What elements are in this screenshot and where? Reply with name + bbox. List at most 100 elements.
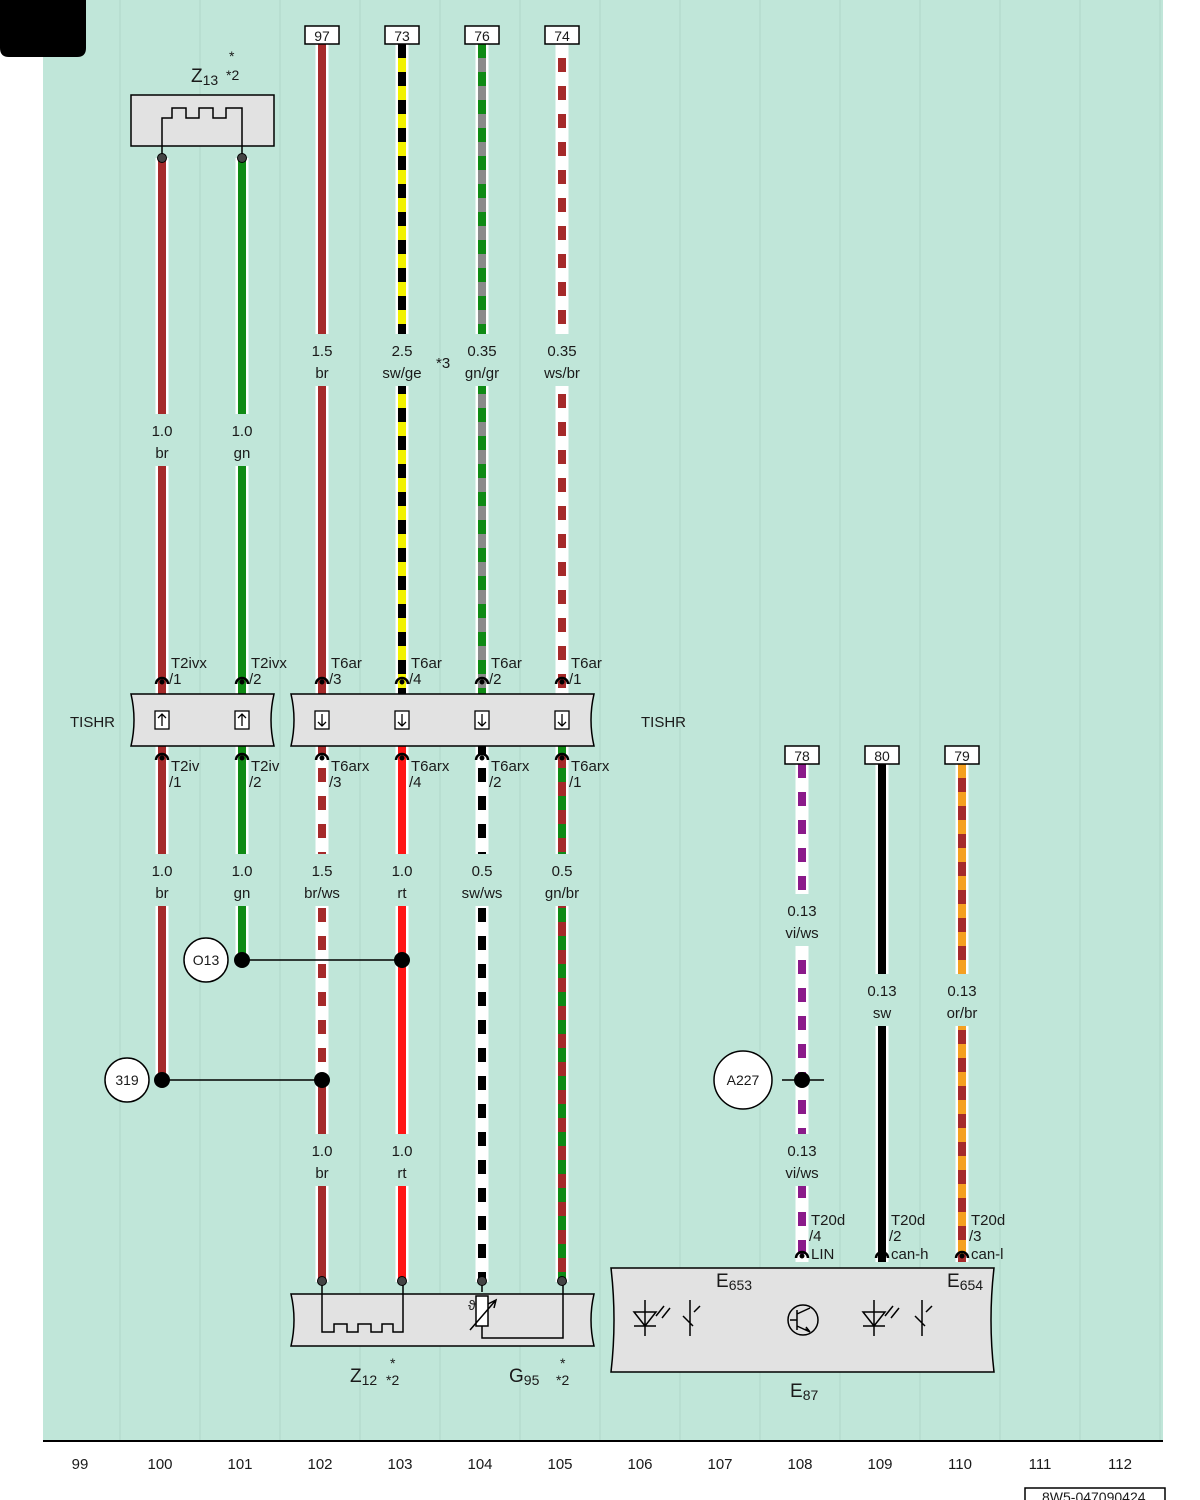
pin-connector-label: T20d xyxy=(891,1212,925,1229)
pin-box xyxy=(234,710,250,730)
pin-signal-label: can-l xyxy=(971,1246,1004,1263)
pin-box xyxy=(474,710,490,730)
column-number: 112 xyxy=(1108,1456,1132,1473)
e87-control-unit[interactable] xyxy=(610,1267,995,1373)
pin-connector-label: T2iv xyxy=(251,758,280,775)
pin-terminal-4-dot xyxy=(479,679,485,685)
column-number: 100 xyxy=(147,1456,172,1473)
pin-number-label: /2 xyxy=(249,774,262,791)
pin-number-label: /1 xyxy=(169,774,182,791)
pin-terminal-8 xyxy=(314,752,330,761)
tishr-right-label: TISHR xyxy=(641,714,686,731)
wire-size-label: 0.5 xyxy=(472,863,493,880)
pin-box-arrow xyxy=(237,713,247,726)
page-ref-78[interactable]: 78 xyxy=(784,745,820,765)
pin-terminal-6 xyxy=(154,752,170,761)
page-ref-80[interactable]: 80 xyxy=(864,745,900,765)
pin-terminal-0 xyxy=(154,676,170,685)
pin-terminal-14 xyxy=(954,1250,970,1259)
column-number: 108 xyxy=(787,1456,812,1473)
wire-label-gap xyxy=(152,414,172,466)
page-ref-box xyxy=(384,25,420,45)
ground-point-a227[interactable]: A227 xyxy=(713,1050,773,1110)
pin-number-label: /1 xyxy=(169,671,182,688)
wire-label-gap xyxy=(552,334,572,386)
wire-size-label: 0.13 xyxy=(867,983,896,1000)
wire-label-gap xyxy=(152,854,172,906)
wire-label-gap xyxy=(472,334,492,386)
page-ref-76[interactable]: 76 xyxy=(464,25,500,45)
wire-size-label: 0.13 xyxy=(787,1143,816,1160)
wire-size-label: 1.0 xyxy=(232,863,253,880)
pin-terminal-13 xyxy=(874,1250,890,1259)
z13-terminal xyxy=(237,153,247,163)
column-number: 99 xyxy=(72,1456,89,1473)
pin-box xyxy=(394,710,410,730)
wire-color-label: br xyxy=(315,365,328,382)
ground-points[interactable]: O13 319 A227 xyxy=(104,937,773,1110)
pin-terminal-5 xyxy=(554,676,570,685)
e653-led-switch-icon xyxy=(632,1300,701,1336)
junction-layer xyxy=(154,952,824,1088)
wire-label-gap xyxy=(392,854,412,906)
pin-number-label: /2 xyxy=(889,1228,902,1245)
wire-color-label: ws/br xyxy=(543,365,580,382)
wire-color-label: br xyxy=(155,445,168,462)
column-number: 103 xyxy=(387,1456,412,1473)
wire-label-gap xyxy=(792,1134,812,1186)
column-number: 107 xyxy=(707,1456,732,1473)
page-ref-label: 79 xyxy=(954,748,970,764)
pin-number-label: /2 xyxy=(489,671,502,688)
bottom-terminal xyxy=(557,1276,567,1286)
wire-color-label: gn/gr xyxy=(465,365,499,382)
pin-number-label: /1 xyxy=(569,671,582,688)
tishr-right-connector-housing xyxy=(290,693,595,747)
pin-number-label: /2 xyxy=(489,774,502,791)
pin-terminal-9-dot xyxy=(399,755,405,761)
pin-connector-label: T20d xyxy=(811,1212,845,1229)
page-ref-79[interactable]: 79 xyxy=(944,745,980,765)
pin-connector-label: T2ivx xyxy=(251,655,287,672)
pin-box-arrow xyxy=(157,713,167,726)
ground-point-319[interactable]: 319 xyxy=(104,1057,150,1103)
wire-size-label: 0.13 xyxy=(947,983,976,1000)
pin-number-label: /4 xyxy=(409,671,422,688)
wire-size-label: 1.0 xyxy=(232,423,253,440)
ground-point-o13[interactable]: O13 xyxy=(183,937,229,983)
wire-label-gap xyxy=(232,414,252,466)
junction-dot xyxy=(234,952,250,968)
column-number: 105 xyxy=(547,1456,572,1473)
connector-pin-boxes xyxy=(154,710,570,730)
wire-size-label: 1.5 xyxy=(312,343,333,360)
z13-label: Z13 xyxy=(191,66,218,88)
pin-terminal-8-dot xyxy=(319,755,325,761)
page-ref-label: 76 xyxy=(474,28,490,44)
wire-color-label: br xyxy=(155,885,168,902)
z12-label: Z12 xyxy=(350,1366,377,1388)
wire-size-label: 2.5 xyxy=(392,343,413,360)
wire-color-label: sw/ge xyxy=(382,365,421,382)
junction-dot xyxy=(154,1072,170,1088)
wire-label-gap xyxy=(232,854,252,906)
pin-terminal-10-dot xyxy=(479,755,485,761)
page-ref-74[interactable]: 74 xyxy=(544,25,580,45)
page-references[interactable]: 97 73 76 74 78 80 79 xyxy=(304,25,980,765)
z13-terminal xyxy=(157,153,167,163)
pin-terminal-2-dot xyxy=(319,679,325,685)
page-ref-97[interactable]: 97 xyxy=(304,25,340,45)
column-number: 111 xyxy=(1029,1456,1052,1473)
pin-terminal-10 xyxy=(474,752,490,761)
junction-dot xyxy=(394,952,410,968)
svg-text:ϑ: ϑ xyxy=(468,1297,476,1313)
page-ref-73[interactable]: 73 xyxy=(384,25,420,45)
wire-size-label: 1.0 xyxy=(392,1143,413,1160)
pin-number-label: /1 xyxy=(569,774,582,791)
column-number: 109 xyxy=(867,1456,892,1473)
ground-circle xyxy=(183,937,229,983)
page-ref-label: 74 xyxy=(554,28,570,44)
z13-heating-element[interactable] xyxy=(130,94,275,158)
note-3-marker: *3 xyxy=(436,355,450,372)
page-corner-tab xyxy=(0,0,86,57)
column-number: 104 xyxy=(467,1456,492,1473)
